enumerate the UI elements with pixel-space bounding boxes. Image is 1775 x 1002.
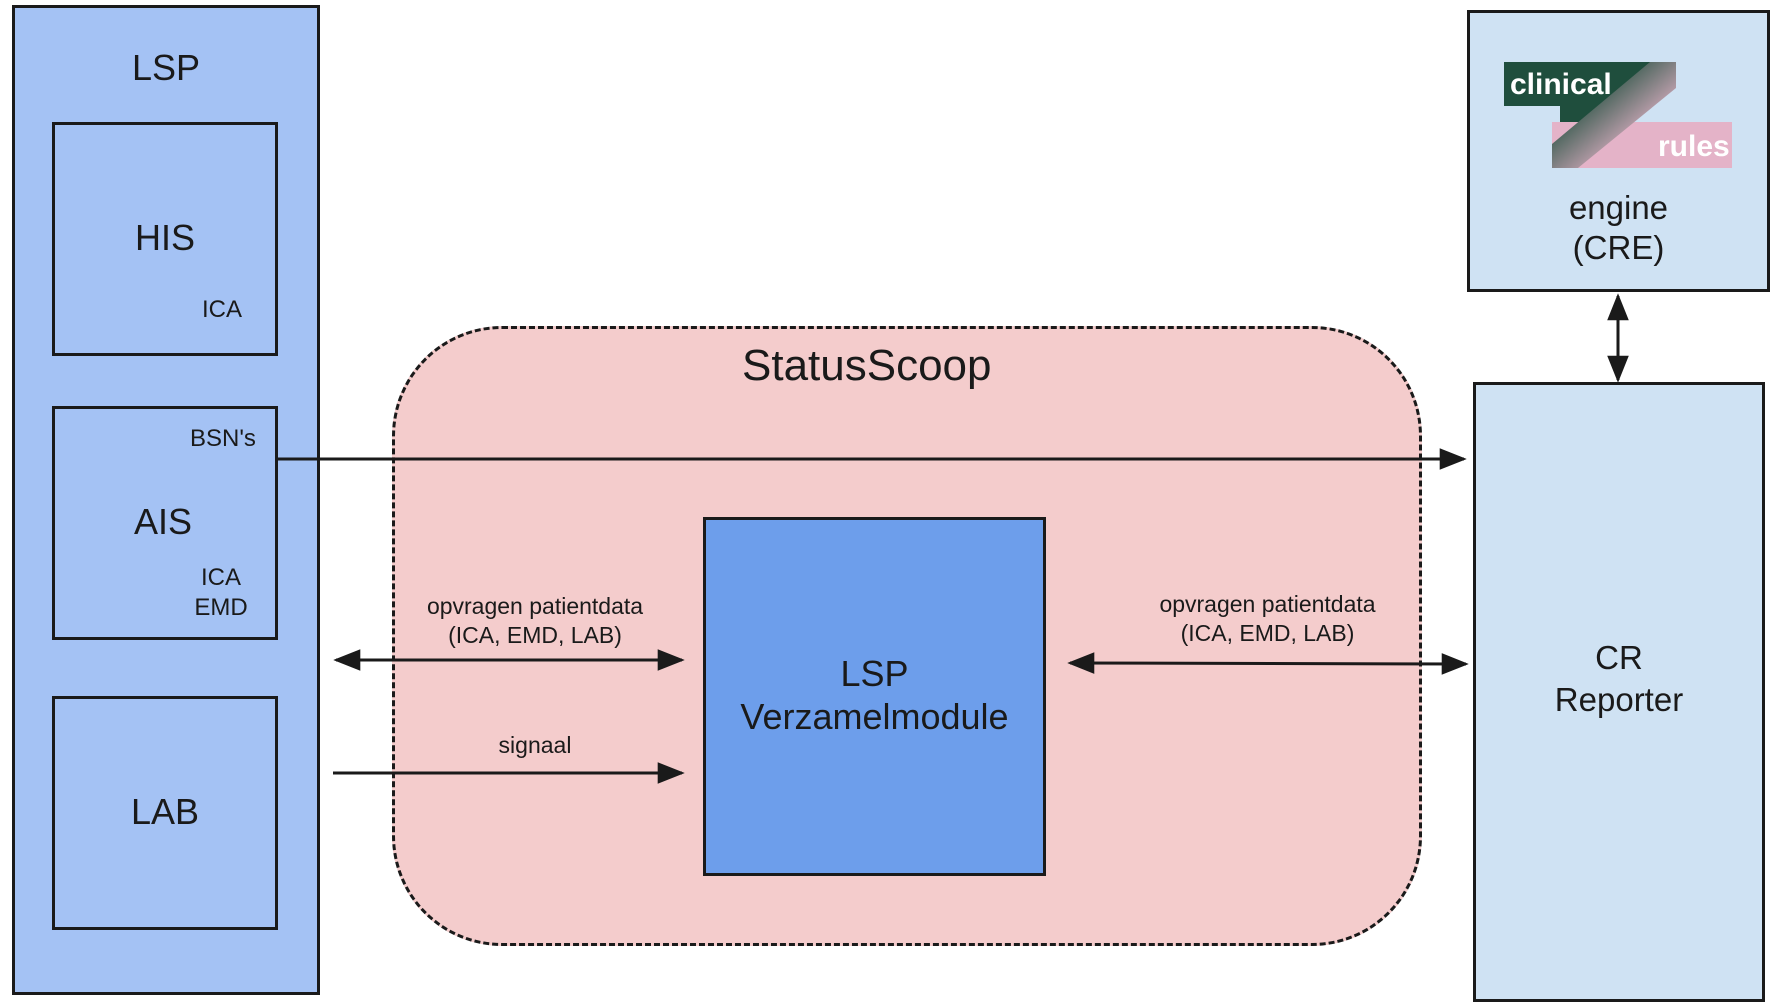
verzamelmodule-line1: LSP (840, 653, 909, 694)
logo-text-clinical: clinical (1510, 68, 1612, 101)
his-note: ICA (202, 296, 243, 323)
logo-text-rules: rules (1658, 130, 1730, 163)
lab-title: LAB (130, 791, 200, 832)
ais-bsn-label: BSN's (190, 425, 256, 452)
cre-line1: engine (1568, 189, 1669, 226)
lab-box (52, 696, 278, 930)
lsp-title: LSP (131, 47, 201, 88)
verzamelmodule-line2: Verzamelmodule (740, 696, 1009, 737)
right-query-label-line1: opvragen patientdata (1159, 591, 1376, 617)
his-box (52, 122, 278, 356)
signal-label: signaal (498, 732, 572, 758)
statusscoop-title: StatusScoop (742, 341, 992, 390)
cr-reporter-line1: CR (1595, 639, 1643, 676)
left-query-label-line2: (ICA, EMD, LAB) (448, 622, 622, 648)
right-query-label-line2: (ICA, EMD, LAB) (1180, 620, 1355, 646)
ais-note-emd: EMD (194, 594, 248, 621)
ais-title: AIS (134, 501, 193, 542)
cr-reporter-line2: Reporter (1554, 681, 1684, 718)
ais-box (52, 406, 278, 640)
verzamelmodule-box (703, 517, 1046, 876)
cre-line2: (CRE) (1572, 229, 1665, 266)
left-query-label-line1: opvragen patientdata (426, 593, 644, 619)
his-title: HIS (134, 217, 195, 258)
clinical-rules-logo: clinical rules (1504, 62, 1732, 168)
ais-note-ica: ICA (200, 564, 241, 591)
